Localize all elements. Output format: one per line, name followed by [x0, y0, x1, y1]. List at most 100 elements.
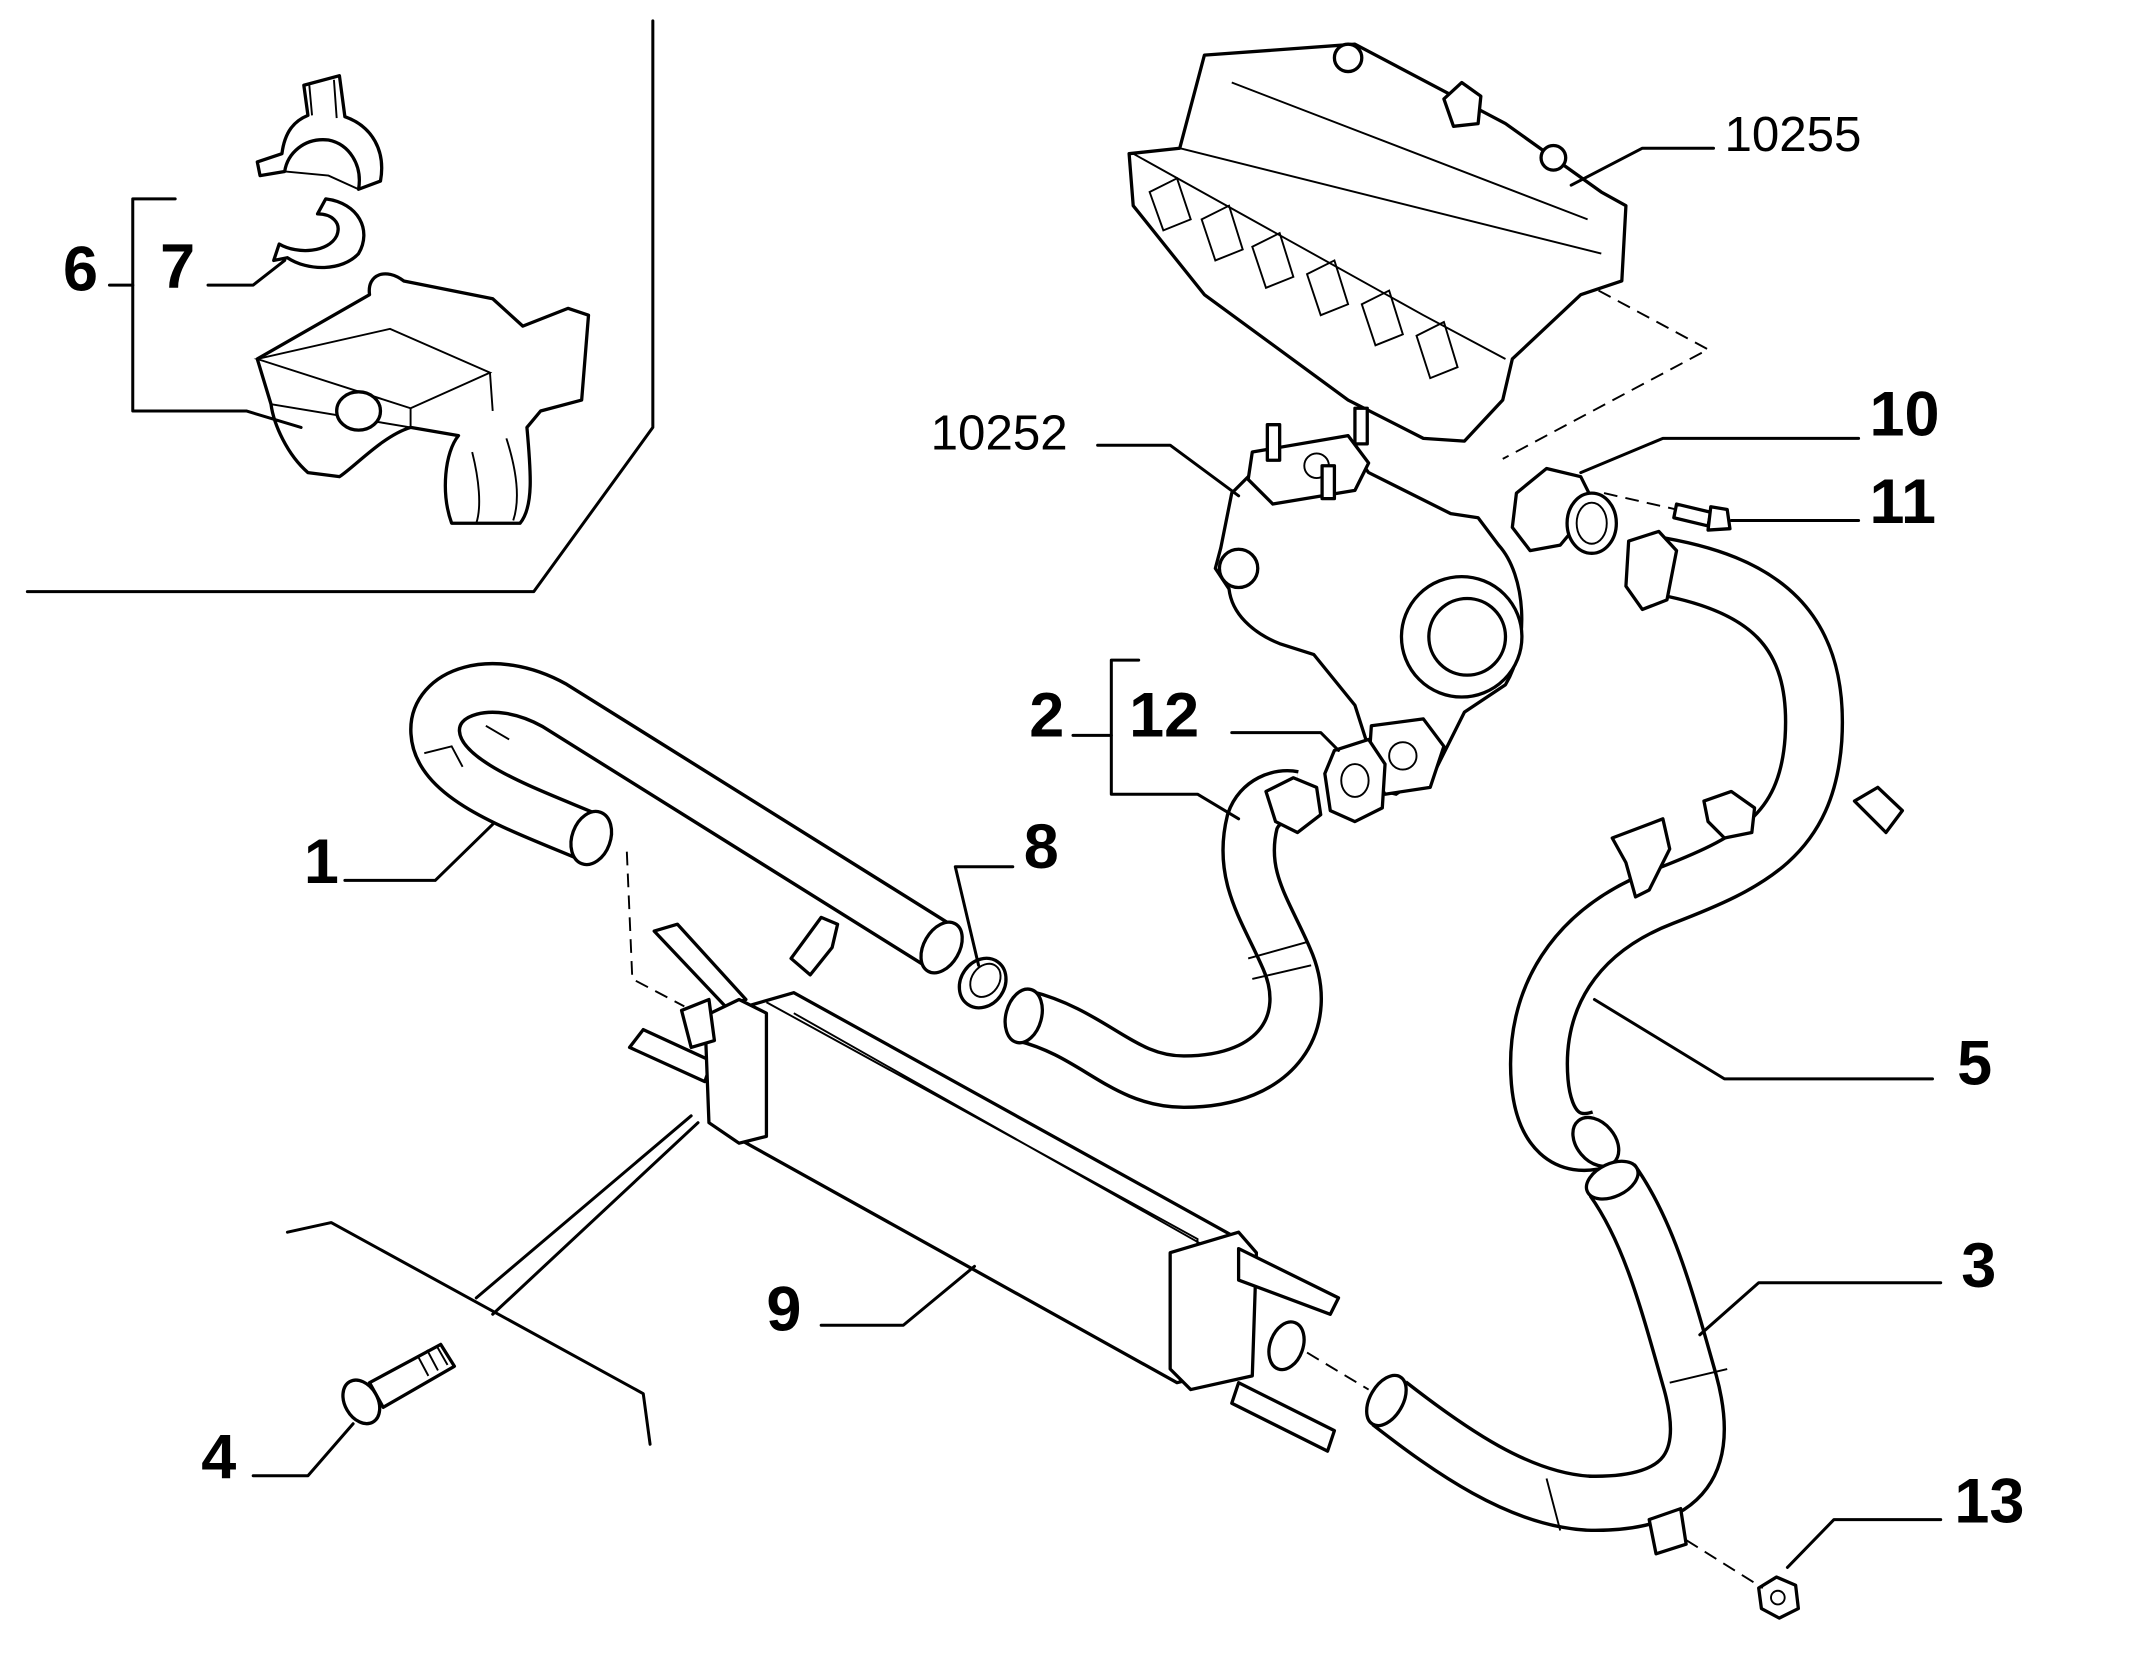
ref-line-pointer-b	[491, 1121, 700, 1316]
inset-frame	[25, 19, 655, 594]
flange-tube	[1565, 491, 1618, 555]
leader-9	[819, 1264, 976, 1327]
part-11-bolt	[1672, 502, 1732, 532]
hose-3-bracket	[1647, 1506, 1688, 1556]
leader-10252	[1096, 443, 1241, 498]
callout-6: 6	[63, 235, 98, 305]
part-3-hose	[1365, 1159, 1728, 1556]
hose-1-end-a	[569, 809, 614, 867]
intercooler-mount-right	[1236, 1246, 1341, 1316]
hose-2-flange	[1264, 776, 1323, 835]
callout-labels: 10255 10252 10 11 6 7 2 12 8 1 5 3 9 4 1…	[63, 107, 2024, 1536]
leader-4	[251, 1422, 355, 1478]
callout-10: 10	[1870, 380, 1940, 450]
gasket-hole	[1340, 763, 1370, 798]
leader-3	[1698, 1281, 1943, 1337]
callout-13: 13	[1954, 1466, 2024, 1536]
callout-1: 1	[304, 827, 339, 897]
leader-13	[1785, 1518, 1943, 1569]
bolt-4-head	[341, 1378, 382, 1426]
leader-10255	[1569, 146, 1716, 187]
bracket-body	[255, 272, 591, 525]
clip-detail	[284, 79, 359, 191]
callout-10252: 10252	[931, 405, 1068, 460]
hose-5-bracket	[1610, 817, 1672, 899]
leader-7	[206, 258, 287, 287]
intercooler-end-tank-left	[703, 997, 769, 1145]
intercooler-mount-top	[652, 922, 748, 1008]
hose-3-end-bottom	[1365, 1373, 1408, 1428]
part-12-gasket	[1323, 737, 1387, 824]
part-10-flange	[1510, 466, 1618, 555]
callout-8: 8	[1024, 812, 1059, 882]
hose-3-fill	[1373, 1165, 1723, 1529]
callout-12: 12	[1129, 681, 1199, 751]
dash-hose3-nut	[1685, 1539, 1764, 1589]
part-8-clamp	[957, 956, 1008, 1010]
dash-intercooler-hose3	[1306, 1351, 1370, 1391]
flange-bore	[1575, 501, 1608, 545]
dash-flange-bolt	[1603, 492, 1677, 511]
hose-5-end-flange	[1624, 529, 1679, 612]
manifold-ports	[1148, 176, 1459, 380]
bracket-hole	[335, 390, 383, 432]
leader-10	[1579, 436, 1861, 475]
dash-hose1-intercooler	[625, 851, 685, 1008]
intercooler-inlet	[679, 997, 717, 1050]
callout-7: 7	[160, 232, 195, 302]
bracket-foot	[471, 438, 518, 524]
ref-line-upper	[285, 1221, 652, 1446]
egr-stud-1	[1265, 423, 1282, 462]
intercooler-end-tank-right	[1168, 1230, 1259, 1392]
nut-13-hole	[1770, 1589, 1786, 1606]
hose-2-fill	[1017, 772, 1320, 1106]
clamp-ring-inner	[969, 962, 1002, 998]
egr-stud-3	[1320, 464, 1337, 501]
intercooler-mount-bottom	[1230, 1381, 1337, 1453]
leader-5	[1592, 997, 1935, 1081]
part-1-hose	[409, 661, 964, 977]
hose-1-bracket	[789, 915, 840, 977]
hose-2-band	[1247, 941, 1312, 980]
manifold-port-top	[1332, 42, 1364, 74]
part-2-hose	[1003, 769, 1323, 1109]
manifold-port-2	[1200, 204, 1244, 262]
bolt-11-shank	[1672, 502, 1713, 528]
part-7-clip	[255, 74, 384, 270]
egr-body	[1213, 443, 1524, 796]
reference-lines	[285, 1114, 700, 1446]
manifold-port-side	[1539, 143, 1568, 172]
egr-actuator	[1217, 547, 1260, 590]
manifold-body	[1127, 42, 1628, 443]
hose-5-fill	[1512, 537, 1841, 1169]
part-4-bolt	[341, 1342, 457, 1426]
hose-2-end	[1003, 987, 1044, 1045]
hose-5-clip-b	[1852, 785, 1905, 835]
part-9-intercooler	[627, 922, 1341, 1453]
callout-4: 4	[201, 1423, 236, 1493]
hose-3-band	[1545, 1368, 1728, 1531]
manifold-port-5	[1360, 289, 1405, 347]
callout-2: 2	[1029, 681, 1064, 751]
callout-3: 3	[1961, 1231, 1996, 1301]
part-6-bracket	[253, 272, 591, 525]
manifold-port-4	[1305, 259, 1350, 317]
clip-lower	[272, 197, 366, 270]
part-5-hose	[1508, 529, 1905, 1172]
bracket-6	[131, 197, 303, 429]
bolt-11-head	[1706, 505, 1732, 532]
egr-lower-hole	[1388, 741, 1418, 771]
ref-line-pointer-a	[474, 1114, 693, 1300]
inset-border	[25, 19, 655, 594]
intake-manifold-10255	[1127, 42, 1628, 443]
leader-12	[1230, 731, 1341, 752]
leader-1	[343, 822, 495, 882]
clamp-ring-outer	[957, 956, 1008, 1010]
leader-lines	[107, 146, 1943, 1569]
callout-10255: 10255	[1724, 107, 1861, 162]
leader-8	[953, 865, 1015, 967]
manifold-lug	[1442, 80, 1483, 128]
manifold-port-1	[1148, 176, 1192, 232]
hose-1-end-b	[919, 920, 964, 975]
